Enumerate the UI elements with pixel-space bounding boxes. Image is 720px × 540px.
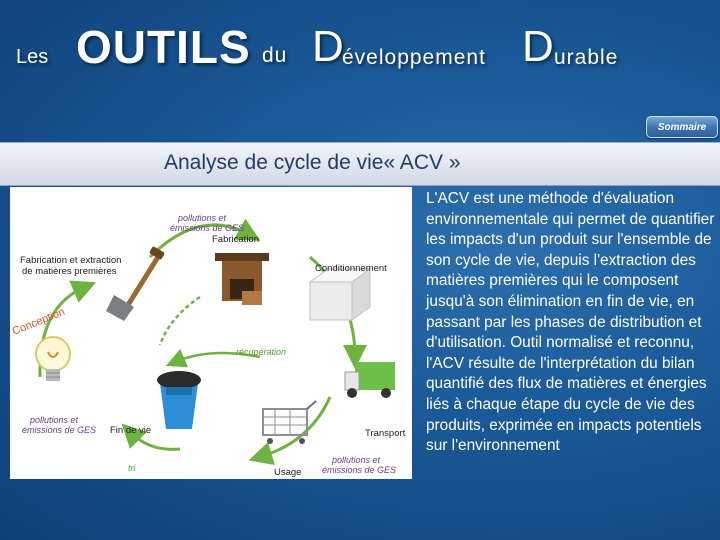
cycle-arrow-bottom-left	[121, 423, 181, 451]
title-word-du: du	[262, 44, 288, 67]
pollutions-bottom-label-2: émissions de GES	[322, 465, 396, 475]
conception-label: Conception	[11, 306, 67, 338]
fin-de-vie-label: Fin de vie	[110, 425, 151, 436]
title-word-developpement: éveloppement	[342, 46, 486, 69]
title-letter-d: D	[312, 22, 344, 71]
pollutions-top-label-1: pollutions et	[177, 213, 227, 223]
acv-description: L'ACV est une méthode d'évaluation envir…	[426, 190, 715, 455]
lifecycle-diagram: pollutions et émissions de GES Fabricati…	[10, 187, 412, 479]
fabrication-label: Fabrication	[212, 234, 259, 245]
fabrication-extraction-label-2: de matières premières	[22, 266, 117, 277]
pollutions-bottom-label-1: pollutions et	[331, 455, 381, 465]
inner-arrow	[158, 295, 201, 346]
pollutions-top-label-2: émissions de GES	[170, 223, 244, 233]
title-letter-d-2: D	[522, 22, 554, 71]
cycle-arrow-bottom-right	[248, 396, 332, 466]
slide-subtitle: Analyse de cycle de vie« ACV »	[164, 151, 461, 174]
lightbulb-icon	[35, 336, 71, 381]
truck-icon	[344, 362, 395, 398]
title-word-les: Les	[16, 46, 49, 68]
cycle-arrow-top	[148, 218, 261, 259]
fabrication-extraction-label-1: Fabrication et extraction	[20, 255, 121, 266]
sommaire-button[interactable]: Sommaire	[646, 116, 718, 138]
shopping-cart-icon	[262, 400, 317, 444]
usage-label: Usage	[274, 467, 301, 478]
pollutions-left-label-1: pollutions et	[29, 415, 79, 425]
recycle-bin-icon	[157, 371, 201, 429]
recuperation-arrow	[165, 348, 261, 368]
tri-label: tri	[128, 463, 136, 473]
pollutions-left-label-2: émissions de GES	[22, 425, 96, 435]
factory-icon	[215, 253, 269, 305]
title-word-outils: OUTILS	[76, 21, 251, 73]
conditionnement-label: Conditionnement	[315, 263, 387, 274]
box-icon	[308, 268, 372, 321]
slide-title: Les OUTILS du D éveloppement D urable	[0, 0, 720, 110]
title-word-durable: urable	[554, 46, 619, 69]
shovel-icon	[106, 246, 165, 321]
transport-label: Transport	[365, 428, 406, 439]
subtitle-bar: Analyse de cycle de vie« ACV »	[0, 142, 720, 186]
recuperation-label: récupération	[236, 347, 286, 357]
